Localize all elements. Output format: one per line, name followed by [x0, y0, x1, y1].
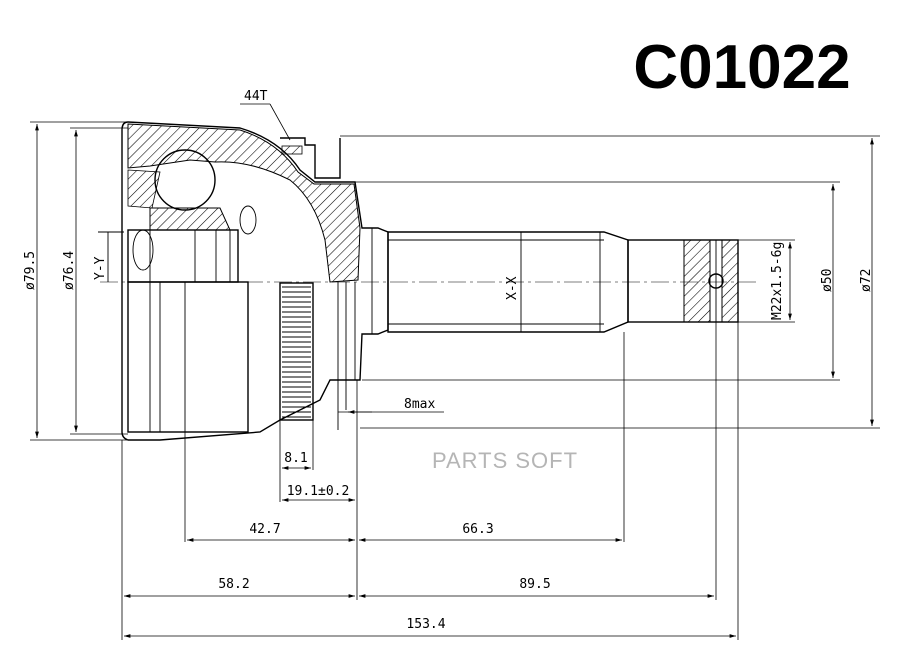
dim-total: 153.4 — [124, 617, 736, 638]
label-section-x: X-X — [505, 276, 520, 300]
dim-inner-b: 66.3 — [359, 522, 622, 542]
part-number: C01022 — [633, 33, 850, 102]
section-cuts — [98, 231, 522, 332]
svg-text:153.4: 153.4 — [406, 617, 445, 632]
svg-text:58.2: 58.2 — [218, 577, 249, 592]
joint-housing — [121, 121, 389, 441]
dim-outer-diameter: ø79.5 — [23, 121, 128, 441]
dim-outer-a: 58.2 — [124, 577, 355, 598]
teeth-callout: 44T — [240, 89, 291, 141]
svg-text:ø50: ø50 — [820, 269, 835, 292]
svg-text:44T: 44T — [244, 89, 268, 104]
svg-text:19.1±0.2: 19.1±0.2 — [287, 484, 350, 499]
dim-shaft-diameter: ø50 — [355, 181, 840, 381]
max-offset-callout: 8max — [338, 397, 444, 414]
svg-text:M22x1.5-6g: M22x1.5-6g — [770, 242, 785, 320]
extension-lines — [121, 322, 739, 640]
label-section-y: Y-Y — [93, 256, 108, 280]
svg-text:8.1: 8.1 — [284, 451, 307, 466]
abs-ring — [279, 282, 356, 430]
svg-text:42.7: 42.7 — [249, 522, 280, 537]
dim-ring-width: 8.1 — [282, 451, 311, 470]
dim-ring-offset: 19.1±0.2 — [282, 484, 355, 502]
dim-seal-diameter: ø76.4 — [62, 127, 128, 435]
svg-text:66.3: 66.3 — [462, 522, 493, 537]
dim-thread: M22x1.5-6g — [738, 239, 795, 323]
dim-abs-diameter: ø72 — [340, 135, 880, 429]
svg-text:ø72: ø72 — [859, 269, 874, 292]
svg-text:ø76.4: ø76.4 — [62, 251, 77, 290]
svg-text:89.5: 89.5 — [519, 577, 550, 592]
dim-outer-b: 89.5 — [359, 577, 714, 598]
spline-shaft — [371, 228, 739, 334]
svg-text:8max: 8max — [404, 397, 435, 412]
watermark: PARTS SOFT — [432, 448, 578, 473]
svg-text:ø79.5: ø79.5 — [23, 251, 38, 290]
dim-inner-a: 42.7 — [187, 522, 355, 542]
